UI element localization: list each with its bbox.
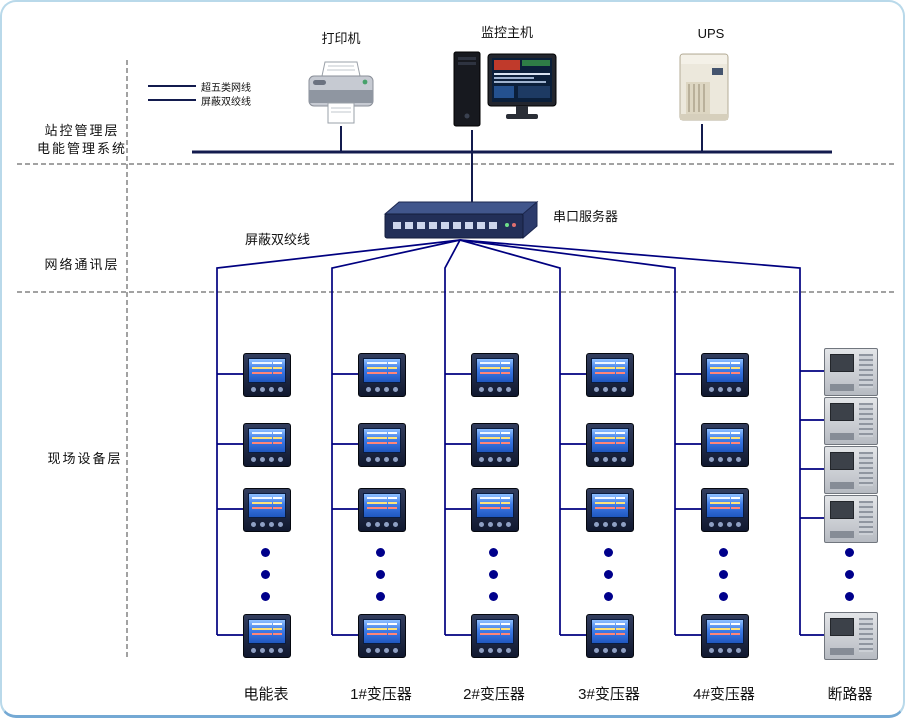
circuit-breaker <box>824 397 878 445</box>
ellipsis-dots <box>261 548 271 614</box>
ups-icon <box>679 53 729 121</box>
ellipsis-dots <box>845 548 855 614</box>
power-meter <box>471 488 519 532</box>
power-meter <box>586 488 634 532</box>
power-meter <box>701 353 749 397</box>
power-meter <box>586 614 634 658</box>
ups-label: UPS <box>697 26 725 41</box>
layer-station-line2: 电能管理系统 <box>36 141 127 156</box>
layer-label-network: 网络通讯层 <box>44 257 120 272</box>
column-label-transformer-3: 3#变压器 <box>578 686 640 703</box>
power-meter <box>243 488 291 532</box>
column-label-transformer-1: 1#变压器 <box>350 686 412 703</box>
circuit-breaker <box>824 446 878 494</box>
serial-server-label: 串口服务器 <box>553 209 619 224</box>
host-label: 监控主机 <box>480 25 533 40</box>
monitoring-host-icon <box>453 51 557 127</box>
power-meter <box>701 423 749 467</box>
column-label-energy-meter: 电能表 <box>243 686 289 703</box>
column-label-transformer-4: 4#变压器 <box>693 686 755 703</box>
power-meter <box>358 423 406 467</box>
circuit-breaker <box>824 495 878 543</box>
power-meter <box>471 423 519 467</box>
ellipsis-dots <box>376 548 386 614</box>
ellipsis-dots <box>604 548 614 614</box>
column-label-transformer-2: 2#变压器 <box>463 686 525 703</box>
power-meter <box>471 353 519 397</box>
legend-stp-label: 屏蔽双绞线 <box>201 97 251 108</box>
ellipsis-dots <box>719 548 729 614</box>
power-meter <box>243 353 291 397</box>
legend-cat5e-label: 超五类网线 <box>201 83 251 94</box>
printer-label: 打印机 <box>321 31 361 46</box>
power-meter <box>358 614 406 658</box>
circuit-breaker <box>824 348 878 396</box>
power-meter <box>586 353 634 397</box>
power-meter <box>701 614 749 658</box>
serial-server-icon <box>383 200 539 240</box>
layer-station-line1: 站控管理层 <box>44 123 120 138</box>
power-meter <box>586 423 634 467</box>
power-meter <box>243 614 291 658</box>
power-meter <box>358 488 406 532</box>
column-label-circuit-breaker: 断路器 <box>827 686 873 703</box>
ellipsis-dots <box>489 548 499 614</box>
layer-label-station: 站控管理层 电能管理系统 <box>28 122 136 158</box>
power-meter <box>358 353 406 397</box>
printer-icon <box>308 61 374 124</box>
power-meter <box>243 423 291 467</box>
power-meter <box>701 488 749 532</box>
layer-label-field: 现场设备层 <box>47 451 123 466</box>
power-meter <box>471 614 519 658</box>
circuit-breaker <box>824 612 878 660</box>
shielded-twisted-pair-label: 屏蔽双绞线 <box>245 232 311 247</box>
